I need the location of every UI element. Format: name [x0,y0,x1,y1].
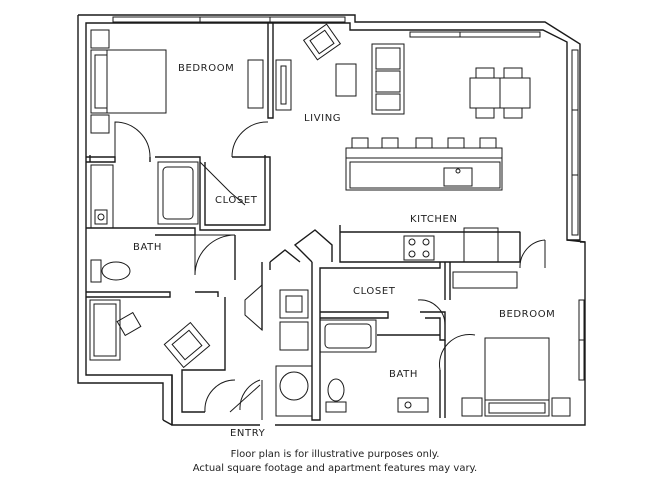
bath-1-fixtures [90,161,199,283]
room-label-closet-1: CLOSET [215,195,258,206]
bed-icon [484,337,550,401]
bathtub-icon [319,319,377,353]
room-label-closet-2: CLOSET [353,286,396,297]
stool-icon [351,137,369,149]
bed-icon [90,49,167,114]
doors [114,121,546,420]
interior-walls [86,23,521,425]
lower-left-furniture [89,299,211,369]
refrigerator-icon [463,227,499,263]
tv-stand-icon [275,59,292,111]
nightstand-icon [461,397,483,417]
room-labels: BEDROOM LIVING CLOSET BATH KITCHEN CLOSE… [133,63,555,439]
armchair-icon [302,23,342,61]
room-label-living: LIVING [304,113,341,124]
dresser-icon [247,59,264,109]
coffee-table-icon [335,63,357,97]
nightstand-icon [90,29,110,49]
room-label-bedroom-2: BEDROOM [499,309,555,320]
toilet-icon [101,261,131,281]
chair-icon [503,67,523,79]
dresser-icon [452,271,518,289]
room-label-bath-1: BATH [133,242,162,253]
toilet-tank-icon [90,259,102,283]
counter-icon [339,231,521,263]
bedroom-2-furniture [452,271,571,417]
stove-icon [403,235,435,261]
desk-icon [89,299,121,361]
disclaimer-line-2: Actual square footage and apartment feat… [192,463,478,474]
room-label-bedroom-1: BEDROOM [178,63,234,74]
laundry-fixtures [244,283,313,417]
bathtub-icon [157,161,199,225]
sink-icon [94,209,108,225]
kitchen-island-icon [345,147,503,191]
room-label-kitchen: KITCHEN [410,214,458,225]
washer-icon [279,289,309,319]
dryer-icon [279,321,309,351]
disclaimer-line-1: Floor plan is for illustrative purposes … [230,449,440,460]
nightstand-icon [90,114,110,134]
stool-icon [381,137,399,149]
exterior-walls [77,14,586,426]
closet-shelf-icon [244,283,263,332]
room-label-bath-2: BATH [389,369,418,380]
sink-icon [404,401,412,409]
windows [112,16,585,381]
toilet-tank-icon [325,401,347,413]
vanity-icon [397,397,429,413]
chair-icon [116,311,142,337]
room-label-entry: ENTRY [230,428,266,439]
stool-icon [447,137,465,149]
chair-icon [475,107,495,119]
vanity-icon [90,164,114,229]
bath-2-fixtures [319,319,429,413]
water-heater-icon [275,365,313,417]
chair-icon [475,67,495,79]
living-furniture [275,23,531,119]
bedroom-1-furniture [90,29,264,134]
armchair-icon [163,321,211,369]
stool-icon [479,137,497,149]
kitchen-furniture [339,137,521,263]
sink-icon [443,167,473,187]
stool-icon [415,137,433,149]
chair-icon [503,107,523,119]
toilet-icon [327,378,345,402]
nightstand-icon [551,397,571,417]
sofa-icon [371,43,405,115]
